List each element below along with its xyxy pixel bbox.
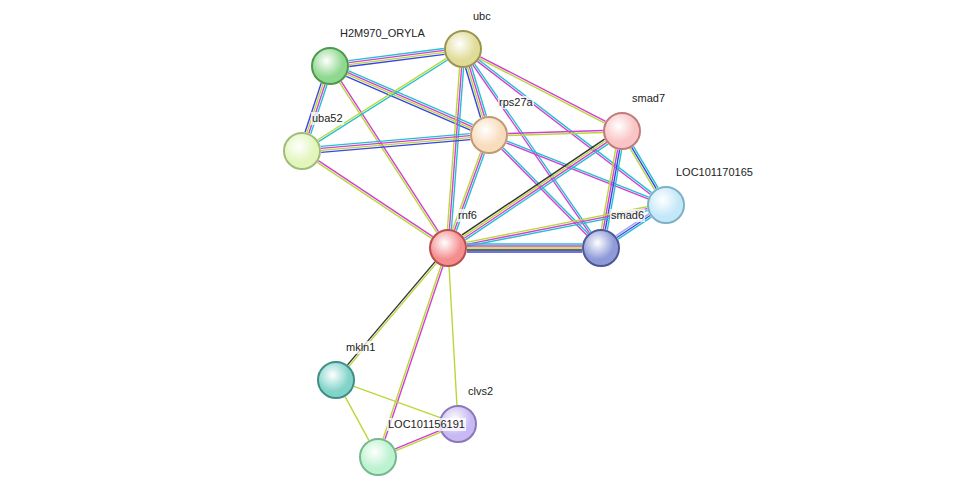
interaction-edge: [467, 244, 582, 252]
interaction-edge: [383, 266, 443, 440]
evidence-line: [467, 209, 648, 245]
evidence-line: [317, 162, 431, 238]
evidence-line: [309, 84, 325, 133]
evidence-line: [507, 141, 649, 197]
node-label: rnf6: [457, 209, 478, 222]
evidence-line: [463, 141, 605, 237]
protein-node: rps27a: [470, 116, 508, 154]
interaction-edge: [508, 131, 603, 136]
evidence-line: [453, 152, 481, 229]
node-label: smad6: [610, 209, 645, 222]
evidence-line: [467, 243, 582, 244]
node-label: smad7: [631, 92, 666, 105]
interaction-edge: [354, 386, 440, 417]
evidence-line: [467, 249, 582, 250]
evidence-line: [307, 84, 323, 133]
protein-node: mkln1: [317, 361, 355, 399]
evidence-line: [465, 144, 607, 240]
node-label: LOC101170165: [675, 166, 754, 179]
node-label: ubc: [472, 10, 492, 23]
interaction-edge: [449, 267, 457, 405]
interaction-edge: [462, 139, 608, 240]
node-label: uba52: [311, 112, 344, 125]
evidence-line: [630, 148, 655, 189]
evidence-line: [349, 54, 444, 66]
evidence-line: [349, 71, 473, 125]
evidence-line: [467, 251, 582, 252]
interaction-edge: [630, 146, 658, 189]
evidence-line: [462, 139, 604, 235]
evidence-line: [449, 267, 457, 405]
node-label: H2M970_ORYLA: [339, 27, 426, 40]
evidence-line: [345, 397, 369, 441]
interaction-edge: [305, 83, 327, 134]
evidence-line: [395, 430, 440, 449]
protein-node: smad7: [603, 112, 641, 150]
interaction-edge: [466, 207, 647, 247]
node-label: rps27a: [498, 96, 534, 109]
interaction-edge: [348, 48, 444, 66]
evidence-line: [633, 146, 658, 187]
interaction-edge: [395, 430, 441, 450]
interaction-edge: [317, 161, 432, 239]
evidence-line: [479, 59, 604, 124]
protein-node: LOC101156191: [359, 438, 397, 476]
protein-node: rnf6: [429, 229, 467, 267]
evidence-line: [632, 147, 657, 188]
evidence-line: [464, 142, 606, 238]
evidence-line: [466, 207, 647, 243]
node-label: LOC101156191: [387, 418, 466, 431]
node-label: mkln1: [345, 341, 376, 354]
interaction-edge: [453, 152, 485, 231]
evidence-line: [466, 68, 481, 118]
interaction-edge: [479, 57, 605, 123]
evidence-line: [467, 245, 582, 246]
evidence-line: [467, 247, 582, 248]
protein-node: LOC101170165: [647, 186, 685, 224]
evidence-line: [508, 133, 603, 136]
interaction-edge: [466, 66, 487, 117]
evidence-line: [385, 266, 443, 439]
evidence-line: [447, 68, 459, 229]
evidence-line: [321, 138, 470, 151]
evidence-line: [354, 386, 440, 417]
evidence-line: [396, 432, 441, 451]
evidence-line: [321, 140, 470, 153]
protein-node: H2M970_ORYLA: [311, 47, 349, 85]
evidence-line: [449, 68, 461, 229]
evidence-line: [383, 266, 441, 439]
protein-node: uba52: [283, 132, 321, 170]
interaction-edge: [321, 134, 471, 153]
evidence-line: [454, 153, 482, 230]
evidence-line: [318, 161, 432, 237]
evidence-line: [349, 52, 444, 64]
protein-node: smad6: [582, 229, 620, 267]
protein-node: ubc: [444, 30, 482, 68]
node-label: clvs2: [467, 385, 494, 398]
evidence-line: [456, 154, 484, 231]
interaction-edge: [345, 397, 369, 441]
